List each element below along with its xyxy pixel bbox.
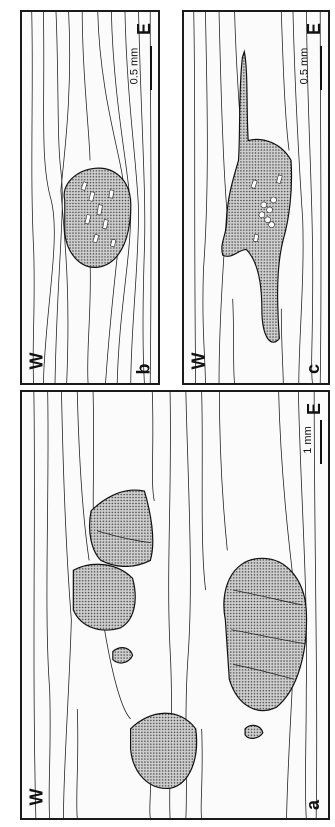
panel-a: W E a 1 mm — [20, 390, 330, 820]
panel-a-letter: a — [304, 800, 322, 810]
panel-c: W E c 0.5 mm — [182, 10, 330, 385]
panel-a-west-label: W — [28, 789, 46, 806]
panel-c-scale-label: 0.5 mm — [298, 48, 310, 85]
panel-c-west-label: W — [190, 353, 208, 370]
panel-c-scale-bar — [320, 46, 322, 90]
panel-b-letter: b — [135, 364, 153, 375]
panel-b-scale-label: 0.5 mm — [128, 48, 140, 85]
panel-c-letter: c — [304, 364, 322, 374]
panel-a-scale-bar — [320, 420, 322, 464]
panel-b-east-label: E — [135, 23, 153, 35]
panel-b-west-label: W — [28, 353, 46, 370]
panel-a-east-label: E — [305, 403, 323, 415]
porphyroclast-c — [222, 52, 292, 343]
panel-c-east-label: E — [305, 23, 323, 35]
panel-b-scale-bar — [150, 46, 152, 90]
panel-a-scale-label: 1 mm — [302, 426, 314, 454]
panel-a-drawing — [22, 392, 328, 818]
porphyroclast-b — [64, 168, 131, 267]
panel-b: W E b 0.5 mm — [20, 10, 160, 385]
